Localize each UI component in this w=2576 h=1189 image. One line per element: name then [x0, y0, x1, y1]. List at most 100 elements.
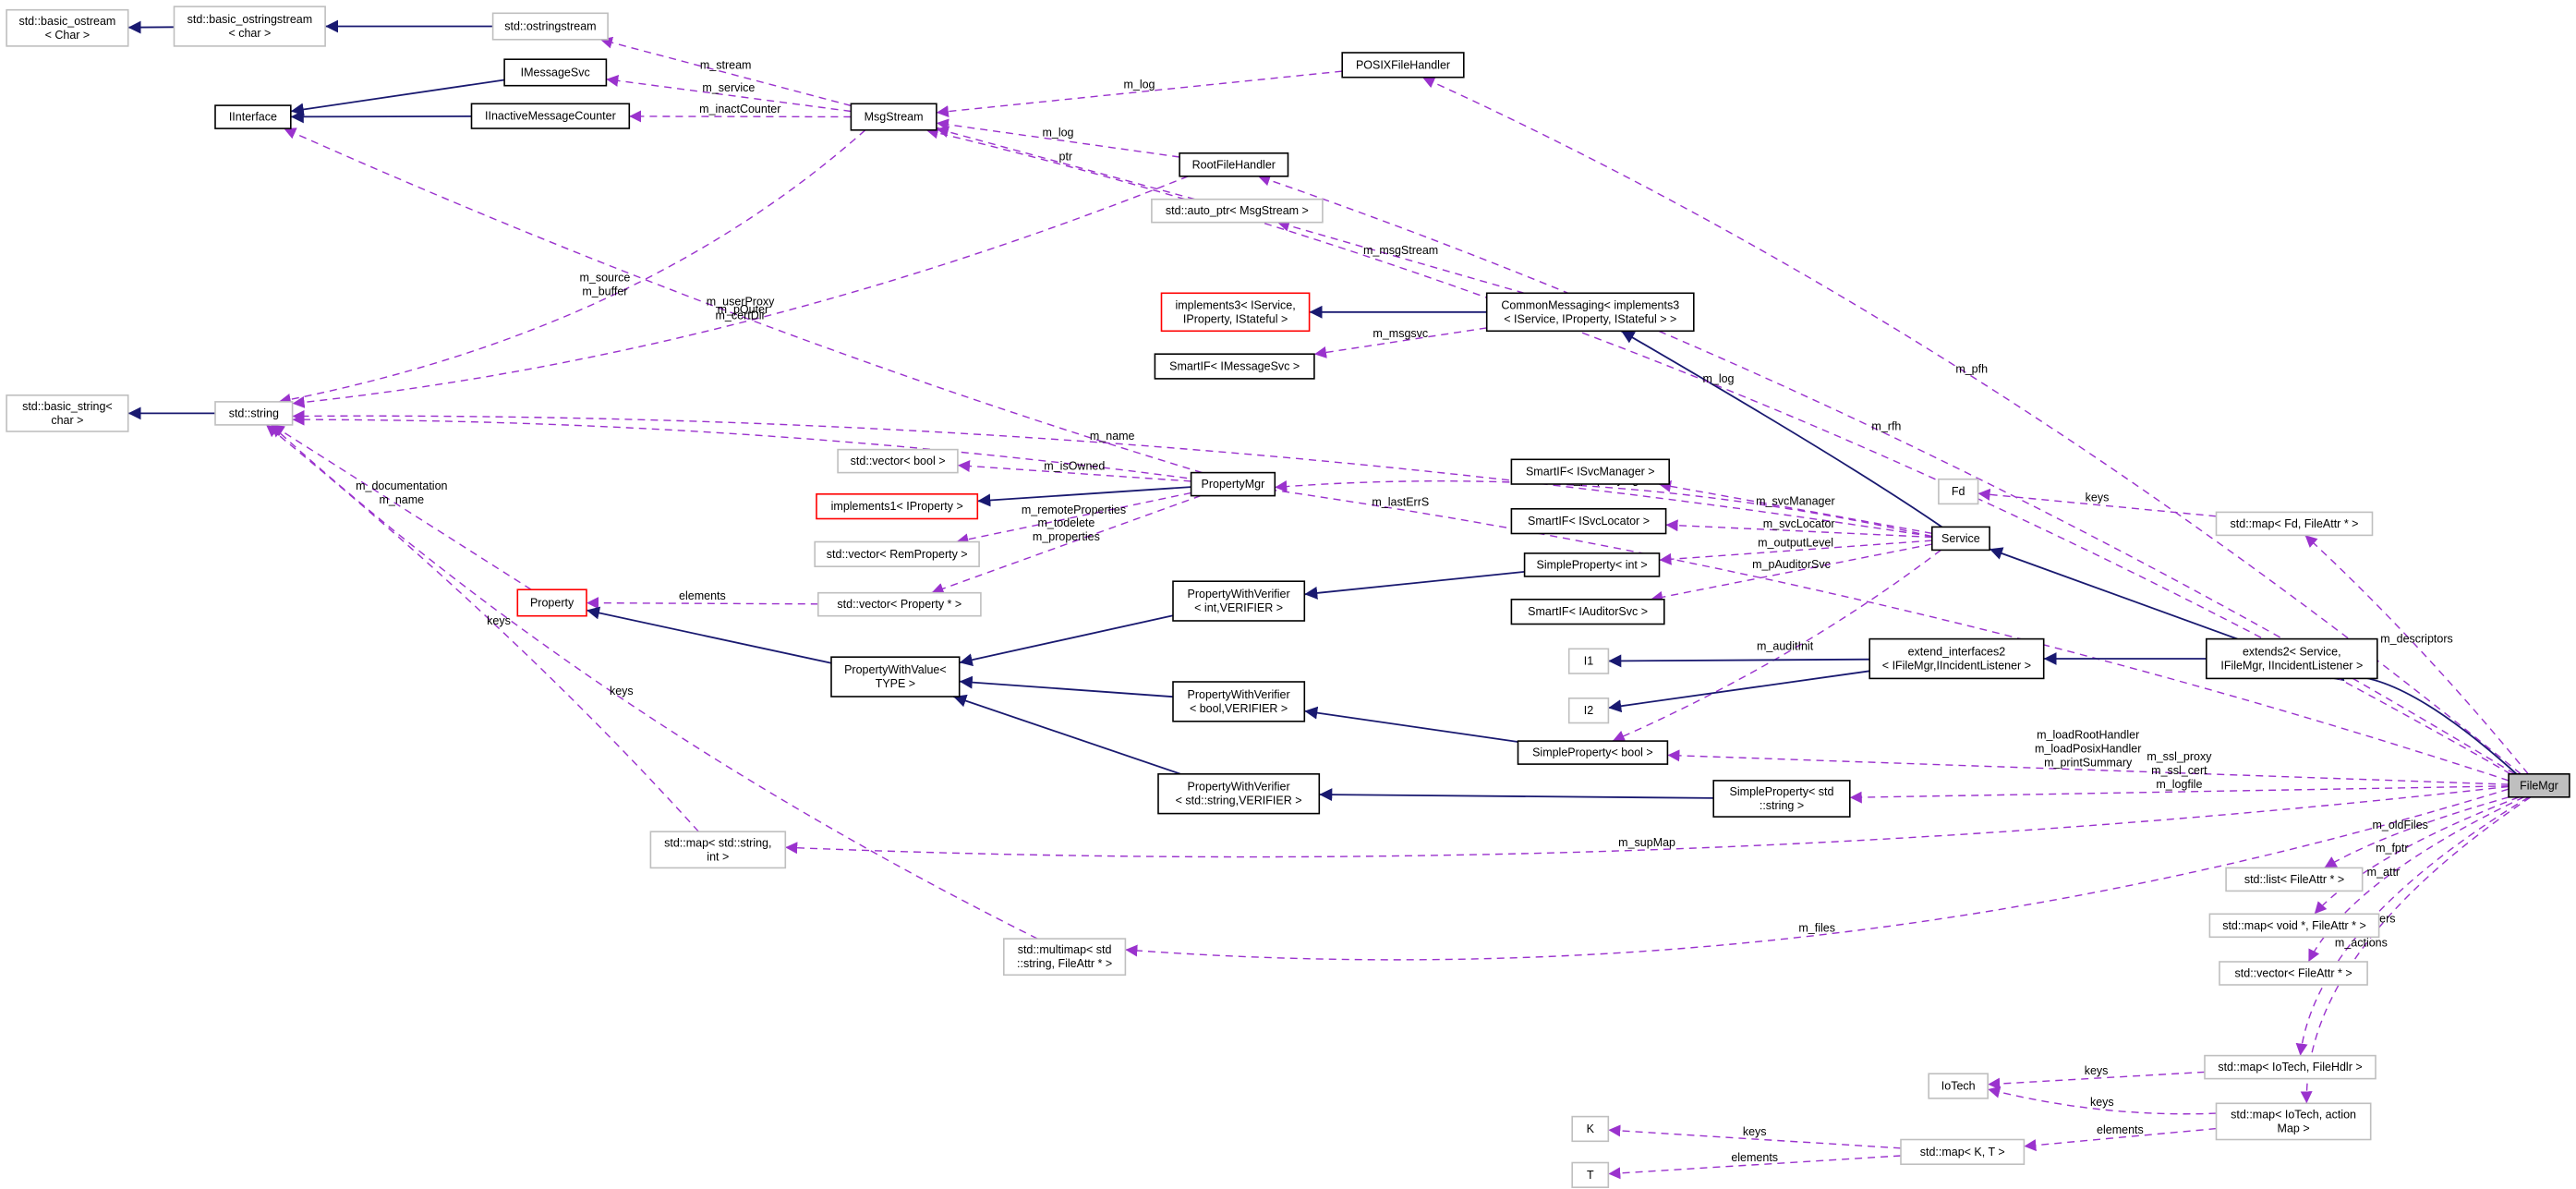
- class-node-SimpleProperty_int[interactable]: SimpleProperty< int >: [1523, 552, 1661, 577]
- class-node-PropertyWithValue[interactable]: PropertyWithValue<TYPE >: [830, 656, 961, 698]
- class-node-string[interactable]: std::string: [214, 401, 294, 426]
- class-node-list_FileAttr[interactable]: std::list< FileAttr * >: [2225, 867, 2364, 892]
- edge-label: m_lastErrS: [1372, 496, 1429, 509]
- class-node-extend_interfaces2[interactable]: extend_interfaces2< IFileMgr,IIncidentLi…: [1869, 637, 2045, 680]
- edge-label: keys: [2085, 1064, 2109, 1077]
- class-box: [2219, 961, 2368, 986]
- edge-label: m_properties: [1033, 530, 1100, 543]
- class-node-I1[interactable]: I1: [1567, 648, 1610, 674]
- class-node-SmartIF_ISvcManager[interactable]: SmartIF< ISvcManager >: [1510, 458, 1671, 485]
- edge-label: m_name: [1090, 430, 1135, 443]
- inheritance-edge-SimpleProperty_string-to-PWV_string: [1319, 788, 1714, 802]
- class-name-text: IInterface: [229, 111, 277, 124]
- class-box: [2215, 1102, 2372, 1141]
- class-node-vector_Property[interactable]: std::vector< Property * >: [816, 591, 982, 617]
- class-node-map_Fd[interactable]: std::map< Fd, FileAttr * >: [2215, 511, 2374, 537]
- class-node-RootFileHandler[interactable]: RootFileHandler: [1179, 152, 1289, 177]
- usage-edge-map_IoTech_FileHdlr-to-IoTech: [1988, 1071, 2206, 1090]
- usage-edge-RootFileHandler-to-string: [292, 176, 1189, 408]
- class-node-SmartIF_ISvcLocator[interactable]: SmartIF< ISvcLocator >: [1510, 507, 1667, 535]
- edge-label: m_inactCounter: [699, 103, 780, 115]
- class-name-text: std::basic_string<: [22, 400, 113, 413]
- class-node-T[interactable]: T: [1571, 1161, 1610, 1189]
- class-node-MsgStream[interactable]: MsgStream: [850, 103, 937, 131]
- class-node-basic_string[interactable]: std::basic_string<char >: [6, 394, 129, 432]
- class-node-map_string_int[interactable]: std::map< std::string,int >: [649, 831, 787, 869]
- class-node-FileMgr[interactable]: FileMgr: [2508, 772, 2570, 798]
- class-node-Fd[interactable]: Fd: [1938, 478, 1979, 505]
- class-node-IoTech[interactable]: IoTech: [1928, 1073, 1989, 1099]
- class-node-auto_ptr[interactable]: std::auto_ptr< MsgStream >: [1151, 198, 1324, 224]
- class-box: [1003, 938, 1127, 977]
- class-node-map_IoTech_FileHdlr[interactable]: std::map< IoTech, FileHdlr >: [2204, 1054, 2376, 1080]
- class-node-ostringstream[interactable]: std::ostringstream: [491, 12, 609, 41]
- class-node-Property[interactable]: Property: [516, 588, 587, 617]
- class-box: [649, 831, 787, 869]
- class-box: [816, 591, 982, 617]
- class-node-K[interactable]: K: [1571, 1115, 1610, 1143]
- class-name-text: std::map< Fd, FileAttr * >: [2231, 517, 2359, 530]
- class-name-text: extend_interfaces2: [1908, 646, 2006, 659]
- inheritance-edge-Service-to-CommonMessaging: [1620, 330, 1943, 528]
- class-node-basic_ostringstream[interactable]: std::basic_ostringstream< char >: [173, 6, 326, 47]
- class-node-map_void[interactable]: std::map< void *, FileAttr * >: [2208, 913, 2380, 939]
- class-name-text: implements1< IProperty >: [831, 500, 963, 513]
- class-node-vector_FileAttr[interactable]: std::vector< FileAttr * >: [2219, 961, 2368, 986]
- edge-label: m_documentation: [356, 479, 447, 492]
- edge-label: m_stream: [700, 59, 752, 72]
- edge-label: elements: [679, 589, 726, 602]
- class-name-text: PropertyMgr: [1202, 478, 1265, 491]
- edge-label: m_files: [1798, 921, 1835, 934]
- class-node-PWV_string[interactable]: PropertyWithVerifier< std::string,VERIFI…: [1157, 772, 1321, 815]
- class-box: [1938, 478, 1979, 505]
- class-node-basic_ostream[interactable]: std::basic_ostream< Char >: [6, 8, 129, 47]
- usage-edge-RootFileHandler-to-MsgStream: [936, 118, 1180, 158]
- class-node-PWV_bool[interactable]: PropertyWithVerifier< bool,VERIFIER >: [1172, 681, 1306, 722]
- usage-edge-auto_ptr-to-MsgStream: [936, 126, 1195, 200]
- class-name-text: < IService, IProperty, IStateful > >: [1504, 312, 1676, 325]
- class-node-implements3[interactable]: implements3< IService,IProperty, IStatef…: [1160, 292, 1311, 333]
- class-node-IMessageSvc[interactable]: IMessageSvc: [503, 58, 608, 87]
- class-node-PropertyMgr[interactable]: PropertyMgr: [1190, 471, 1276, 497]
- class-name-text: SmartIF< IMessageSvc >: [1169, 360, 1300, 373]
- usage-edge-map_Fd-to-Fd: [1977, 488, 2217, 517]
- class-node-SimpleProperty_string[interactable]: SimpleProperty< std::string >: [1712, 780, 1851, 818]
- edge-label: m_service: [702, 81, 755, 94]
- class-node-SimpleProperty_bool[interactable]: SimpleProperty< bool >: [1517, 740, 1669, 765]
- class-node-PWV_int[interactable]: PropertyWithVerifier< int,VERIFIER >: [1172, 580, 1306, 622]
- class-name-text: SimpleProperty< int >: [1536, 558, 1647, 571]
- usage-edge-FileMgr-to-map_string_int: [785, 785, 2509, 858]
- class-node-implements1[interactable]: implements1< IProperty >: [816, 492, 979, 520]
- class-box: [1172, 580, 1306, 622]
- class-box: [2225, 867, 2364, 892]
- class-node-multimap[interactable]: std::multimap< std::string, FileAttr * >: [1003, 938, 1127, 977]
- class-node-vector_bool[interactable]: std::vector< bool >: [837, 448, 959, 474]
- class-name-text: std::multimap< std: [1018, 943, 1112, 956]
- class-box: [1154, 353, 1315, 380]
- class-name-text: char >: [51, 414, 83, 427]
- class-node-vector_RemProperty[interactable]: std::vector< RemProperty >: [814, 540, 980, 568]
- inheritance-edge-PWV_bool-to-PropertyWithValue: [959, 675, 1174, 698]
- class-node-I2[interactable]: I2: [1567, 697, 1610, 724]
- class-node-extends2[interactable]: extends2< Service,IFileMgr, IIncidentLis…: [2206, 637, 2378, 680]
- usage-edge-MsgStream-to-IInactiveMessageCounter: [629, 110, 852, 123]
- class-node-SmartIF_IMessageSvc[interactable]: SmartIF< IMessageSvc >: [1154, 353, 1315, 380]
- usage-edge-FileMgr-to-list_FileAttr: [2324, 796, 2509, 869]
- class-name-text: std::basic_ostringstream: [187, 13, 312, 26]
- class-node-map_K_T[interactable]: std::map< K, T >: [1900, 1138, 2026, 1166]
- edge-label: keys: [1743, 1125, 1767, 1138]
- class-node-IInactiveMessageCounter[interactable]: IInactiveMessageCounter: [470, 103, 631, 129]
- class-box: [1485, 292, 1695, 333]
- class-name-text: std::auto_ptr< MsgStream >: [1166, 204, 1309, 217]
- class-box: [1567, 648, 1610, 674]
- class-node-SmartIF_IAuditorSvc[interactable]: SmartIF< IAuditorSvc >: [1510, 598, 1665, 625]
- class-name-text: std::map< std::string,: [664, 836, 771, 849]
- class-name-text: std::basic_ostream: [18, 15, 115, 28]
- class-node-IInterface[interactable]: IInterface: [214, 104, 292, 129]
- class-name-text: std::ostringstream: [504, 20, 596, 33]
- class-node-CommonMessaging[interactable]: CommonMessaging< implements3< IService, …: [1485, 292, 1695, 333]
- class-node-POSIXFileHandler[interactable]: POSIXFileHandler: [1341, 52, 1465, 79]
- class-node-Service[interactable]: Service: [1931, 526, 1990, 552]
- inheritance-edge-SimpleProperty_int-to-PWV_int: [1304, 571, 1525, 600]
